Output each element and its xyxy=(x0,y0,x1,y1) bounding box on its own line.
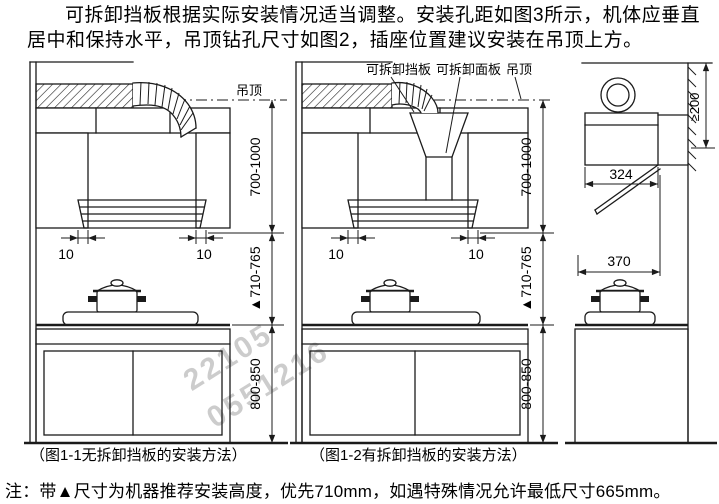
cooking-pot xyxy=(591,279,649,313)
gap-dimension-right: 10 xyxy=(179,230,223,262)
label-removable-baffle: 可拆卸挡板 xyxy=(366,62,431,77)
gas-stove xyxy=(62,311,199,326)
dim-ceiling-to-hood: 700-1000 xyxy=(247,137,263,196)
intro-paragraph: 可拆卸挡板根据实际安装情况适当调整。安装孔距如图3所示，机体应垂直 居中和保持水… xyxy=(27,3,715,53)
upper-cabinets xyxy=(301,107,529,229)
dim-depth-bottom: 370 xyxy=(577,175,661,276)
dim-ceiling-to-hood: 700-1000 xyxy=(518,137,534,196)
caption-fig1-2: （图1-2有拆卸挡板的安装方法） xyxy=(310,447,527,464)
dim-depth-top: 324 xyxy=(584,166,659,188)
duct-outlet-circles xyxy=(600,77,636,113)
duct-chase xyxy=(301,83,393,109)
range-hood xyxy=(77,199,207,229)
flexible-duct xyxy=(132,81,197,138)
leader-lines xyxy=(390,76,522,154)
dim-ceiling-clearance: ≥200 xyxy=(687,63,715,149)
gap-left-label: 10 xyxy=(328,246,344,262)
gap-dimension-left: 10 xyxy=(58,230,105,262)
open-baffle-panel xyxy=(594,164,661,215)
dim-324-label: 324 xyxy=(609,166,633,182)
dimension-column: 700-1000 ▲710-765 800-850 xyxy=(480,100,554,443)
intro-line-2: 居中和保持水平，吊顶钻孔尺寸如图2，插座位置建议安装在吊顶上方。 xyxy=(27,30,643,51)
ceiling-label: 吊顶 xyxy=(236,83,262,98)
gap-left-label: 10 xyxy=(58,246,74,262)
gap-dimension-right: 10 xyxy=(451,230,495,262)
base-cabinet xyxy=(301,328,529,444)
hood-top-box xyxy=(584,112,689,166)
dim-counter-to-floor: 800-850 xyxy=(518,358,534,410)
dim-hood-to-counter: ▲710-765 xyxy=(518,246,534,311)
flexible-duct xyxy=(391,81,439,114)
caption-fig1-1: （图1-1无拆卸挡板的安装方法） xyxy=(30,447,247,464)
dim-hood-to-counter: ▲710-765 xyxy=(247,246,263,311)
gap-dimension-left: 10 xyxy=(328,230,375,262)
cooking-pot xyxy=(361,279,419,313)
gas-stove xyxy=(351,311,481,326)
base-cabinet xyxy=(35,328,231,444)
footnote: 注：带▲尺寸为机器推荐安装高度，优先710mm，如遇特殊情况允许最低尺寸665m… xyxy=(5,482,671,501)
dimension-column: 700-1000 ▲710-765 800-850 xyxy=(208,100,284,443)
intro-line-1: 可拆卸挡板根据实际安装情况适当调整。安装孔距如图3所示，机体应垂直 xyxy=(65,5,701,26)
cooking-pot xyxy=(88,279,146,313)
label-ceiling: 吊顶 xyxy=(506,62,532,77)
upper-cabinets xyxy=(35,107,231,229)
label-removable-panel: 可拆卸面板 xyxy=(436,62,501,77)
base-cabinet xyxy=(574,328,689,444)
dim-clearance-label: ≥200 xyxy=(687,93,702,122)
duct-chase xyxy=(35,83,134,109)
dim-counter-to-floor: 800-850 xyxy=(247,358,263,410)
diagram-fig1-2: 可拆卸挡板 可拆卸面板 吊顶 10 xyxy=(290,61,558,445)
diagram-fig1-1: 吊顶 10 xyxy=(24,61,288,445)
range-hood xyxy=(347,199,479,229)
dim-370-label: 370 xyxy=(607,253,631,269)
gap-right-label: 10 xyxy=(468,246,484,262)
diagram-side-view: ≥200 324 370 xyxy=(565,62,717,445)
chimney-baffle xyxy=(409,112,469,201)
gas-stove xyxy=(584,311,656,326)
part-labels: 可拆卸挡板 可拆卸面板 吊顶 xyxy=(366,62,532,154)
gap-right-label: 10 xyxy=(196,246,212,262)
